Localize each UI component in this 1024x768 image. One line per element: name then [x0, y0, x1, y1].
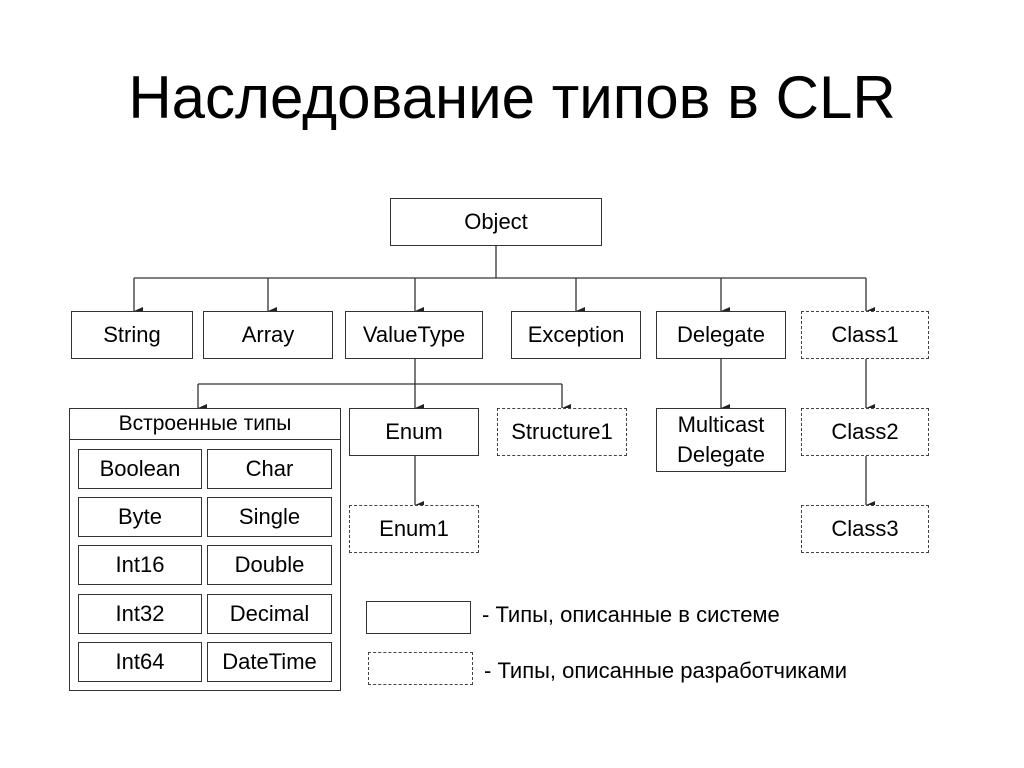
node-enum-label: Enum [385, 419, 443, 444]
node-array-label: Array [241, 322, 295, 347]
builtin-type-cell: Int32 [78, 594, 202, 634]
node-enum1: Enum1 [349, 505, 479, 553]
node-array: Array [203, 311, 333, 359]
node-string: String [71, 311, 193, 359]
node-class1-label: Class1 [831, 322, 899, 347]
node-multicast-label-line1: Multicast [677, 412, 765, 437]
builtin-types-group: Встроенные типы Boolean Char Byte Single… [69, 408, 341, 691]
node-valuetype: ValueType [345, 311, 483, 359]
builtin-types-header: Встроенные типы [70, 409, 340, 440]
node-valuetype-label: ValueType [362, 322, 466, 347]
node-multicast-delegate: Multicast Delegate [656, 408, 786, 472]
node-structure1: Structure1 [497, 408, 627, 456]
legend-developer-text: - Типы, описанные разработчиками [484, 658, 847, 683]
legend-dashed-swatch [368, 652, 473, 685]
node-object: Object [390, 198, 602, 246]
node-string-label: String [103, 322, 161, 347]
node-exception: Exception [511, 311, 641, 359]
node-class2: Class2 [801, 408, 929, 456]
node-delegate: Delegate [656, 311, 786, 359]
node-exception-label: Exception [527, 322, 625, 347]
node-class3: Class3 [801, 505, 929, 553]
node-class3-label: Class3 [831, 516, 899, 541]
builtin-type-cell: Int64 [78, 642, 202, 682]
builtin-type-cell: Char [207, 449, 332, 489]
slide-title: Наследование типов в CLR [128, 64, 896, 131]
node-enum1-label: Enum1 [379, 516, 449, 541]
builtin-type-cell: Double [207, 545, 332, 585]
node-class1: Class1 [801, 311, 929, 359]
builtin-type-cell: Boolean [78, 449, 202, 489]
legend-system-text: - Типы, описанные в системе [482, 602, 780, 627]
builtin-type-cell: Single [207, 497, 332, 537]
node-multicast-label-line2: Delegate [676, 442, 766, 467]
legend-solid-swatch [366, 601, 471, 634]
node-delegate-label: Delegate [676, 322, 766, 347]
builtin-type-cell: DateTime [207, 642, 332, 682]
builtin-type-cell: Byte [78, 497, 202, 537]
node-enum: Enum [349, 408, 479, 456]
node-class2-label: Class2 [831, 419, 899, 444]
builtin-type-cell: Int16 [78, 545, 202, 585]
node-object-label: Object [464, 209, 528, 234]
node-structure1-label: Structure1 [511, 419, 613, 444]
builtin-type-cell: Decimal [207, 594, 332, 634]
